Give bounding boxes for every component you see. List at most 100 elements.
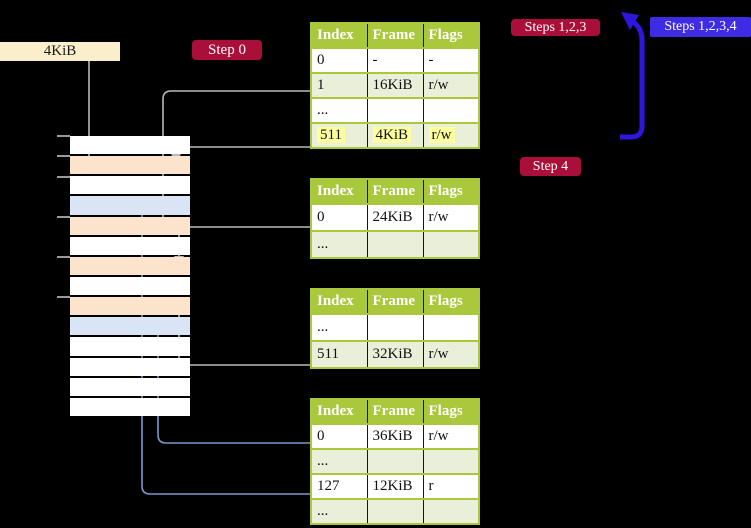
table-cell: -: [366, 47, 424, 74]
memory-frame-row-11: [70, 357, 190, 376]
table-cell: [366, 313, 424, 342]
table-row: ...: [310, 313, 480, 342]
arrow-t2-row0-to-frame24: [178, 226, 311, 257]
badge-step-4-label: Step 4: [532, 158, 569, 174]
memory-frame-row-0: [70, 136, 190, 155]
table-cell: ...: [310, 97, 368, 124]
table-row: ...: [310, 498, 480, 525]
table-cell: 0: [310, 203, 368, 232]
memory-frame-row-10: [70, 337, 190, 356]
table-cell: ...: [310, 313, 368, 342]
memory-tick: [57, 216, 70, 218]
table-cell: ...: [310, 230, 368, 259]
physical-memory-stack: [70, 136, 190, 416]
column-header-index: Index: [310, 22, 368, 49]
memory-tick: [57, 296, 70, 298]
memory-frame-row-12: [70, 377, 190, 396]
table-cell: [366, 230, 424, 259]
table-row: ...: [310, 230, 480, 259]
table-cell: r/w: [422, 340, 480, 369]
memory-tick: [57, 256, 70, 258]
table-cell: ...: [310, 498, 368, 525]
column-header-flags: Flags: [422, 178, 480, 205]
column-header-frame: Frame: [366, 398, 424, 425]
memory-frame-row-4: [70, 216, 190, 235]
table-cell: r/w: [422, 203, 480, 232]
badge-steps-123: Steps 1,2,3: [511, 19, 600, 36]
table-cell: [422, 313, 480, 342]
column-header-index: Index: [310, 398, 368, 425]
memory-tick: [57, 135, 70, 137]
badge-step-0: Step 0: [192, 40, 262, 60]
table-cell: [422, 498, 480, 525]
badge-steps-1234-label: Steps 1,2,3,4: [664, 19, 737, 34]
highlighted-value: 4KiB: [372, 127, 412, 143]
arrow-t1-row511-to-frame4: [175, 146, 311, 156]
table-cell: 127: [310, 473, 368, 500]
arrow-t3-row511-to-frame32: [178, 311, 311, 366]
column-header-index: Index: [310, 288, 368, 315]
column-header-flags: Flags: [422, 288, 480, 315]
badge-step-4: Step 4: [520, 157, 581, 176]
memory-frame-row-13: [70, 397, 190, 416]
thick-blue-loop-arrow: [620, 12, 645, 140]
memory-frame-row-6: [70, 256, 190, 275]
column-header-frame: Frame: [366, 288, 424, 315]
table-cell: r/w: [422, 423, 480, 450]
table-row: 511 4KiB r/w: [310, 122, 480, 149]
highlighted-value: r/w: [428, 127, 455, 143]
memory-tick: [57, 155, 70, 157]
table-row: ...: [310, 97, 480, 124]
table-row: 0--: [310, 47, 480, 74]
memory-tick: [57, 176, 70, 178]
table-row: ...: [310, 448, 480, 475]
table-cell: 0: [310, 423, 368, 450]
table-cell: 12KiB: [366, 473, 424, 500]
table-cell: [366, 97, 424, 124]
table-cell: [422, 230, 480, 259]
column-header-frame: Frame: [366, 22, 424, 49]
highlighted-value: 511: [317, 127, 345, 143]
table-cell: ...: [310, 448, 368, 475]
memory-frame-row-5: [70, 236, 190, 255]
table-cell: 16KiB: [366, 72, 424, 99]
table-cell: r/w: [422, 122, 480, 149]
table-cell: 4KiB: [366, 122, 424, 149]
memory-frame-row-1: [70, 156, 190, 175]
table-cell: [422, 448, 480, 475]
table-cell: r/w: [422, 72, 480, 99]
table-cell: 511: [310, 340, 368, 369]
table-cell: -: [422, 47, 480, 74]
column-header-index: Index: [310, 178, 368, 205]
table-cell: 0: [310, 47, 368, 74]
table-cell: 32KiB: [366, 340, 424, 369]
table-cell: 1: [310, 72, 368, 99]
column-header-flags: Flags: [422, 22, 480, 49]
column-header-flags: Flags: [422, 398, 480, 425]
table-cell: 36KiB: [366, 423, 424, 450]
page-size-label: 4KiB: [43, 43, 77, 59]
memory-frame-row-9: [70, 317, 190, 336]
table-cell: [366, 448, 424, 475]
page-size-box: 4KiB: [0, 42, 120, 61]
badge-steps-1234: Steps 1,2,3,4: [650, 17, 751, 37]
table-cell: 24KiB: [366, 203, 424, 232]
memory-frame-row-7: [70, 276, 190, 296]
memory-frame-row-8: [70, 297, 190, 316]
table-cell: [366, 498, 424, 525]
table-cell: 511: [310, 122, 368, 149]
badge-steps-123-label: Steps 1,2,3: [524, 19, 587, 35]
column-header-frame: Frame: [366, 178, 424, 205]
table-cell: r: [422, 473, 480, 500]
memory-frame-row-2: [70, 176, 190, 195]
